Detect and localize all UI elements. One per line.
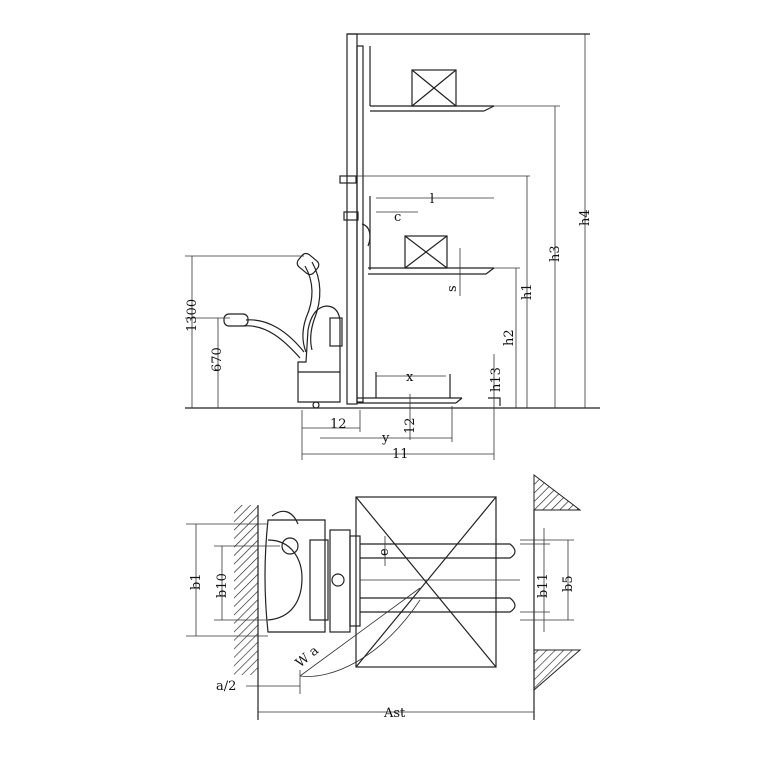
pallet-top-view — [355, 496, 497, 668]
dim-670-label: 670 — [210, 347, 225, 372]
lowered-fork — [357, 372, 501, 406]
aisle-dimensions: a/2 Ast — [216, 670, 534, 721]
lower-load-box — [404, 235, 448, 269]
dim-b10-label: b10 — [215, 573, 230, 598]
dim-h4-label: h4 — [578, 209, 593, 226]
height-dimensions: h4 h3 h1 h2 h13 s — [357, 34, 593, 408]
dim-y-label: y — [381, 431, 390, 446]
truck-body — [297, 305, 343, 409]
dim-h13-label: h13 — [489, 367, 504, 392]
forks-top-view — [360, 543, 520, 613]
width-dimensions-right: b11 b5 e — [377, 528, 576, 632]
corner-hatch-bottom — [533, 649, 582, 692]
dim-h2-label: h2 — [502, 329, 517, 346]
dim-12-label: 12 — [330, 417, 347, 432]
dim-e-label: e — [377, 548, 392, 556]
mast — [339, 33, 590, 405]
wall-hatch — [234, 505, 258, 675]
dim-s-label: s — [445, 285, 460, 292]
corner-hatch-top — [533, 473, 582, 511]
length-dimensions: l c x 12 12 y 11 — [301, 192, 495, 462]
dim-h3-label: h3 — [548, 245, 563, 262]
dim-ast-label: Ast — [383, 706, 406, 721]
upper-fork-with-load — [369, 46, 560, 112]
dim-1300-label: 1300 — [185, 299, 200, 332]
dim-l2-label: 12 — [403, 417, 418, 434]
upper-load-box — [411, 69, 457, 107]
truck-top-view — [264, 510, 361, 633]
dim-b11-label: b11 — [536, 573, 551, 598]
handle-height-dimensions: 1300 670 — [185, 255, 304, 408]
lower-fork-with-load — [361, 196, 495, 275]
dim-l1-label: 11 — [392, 447, 409, 462]
side-view: 1300 670 h4 h3 h1 h2 h13 s l c — [185, 33, 600, 462]
tiller-lowered — [223, 313, 305, 359]
dim-wa-label: W a — [293, 643, 322, 671]
tiller-raised — [296, 252, 321, 353]
dim-l-label: l — [430, 192, 434, 207]
dim-x-label: x — [406, 370, 414, 385]
dim-b1-label: b1 — [189, 573, 204, 590]
dim-b5-label: b5 — [561, 575, 576, 592]
dim-c-label: c — [394, 210, 401, 225]
dim-h1-label: h1 — [520, 283, 535, 300]
width-dimensions-left: b1 b10 — [186, 523, 280, 637]
dim-a-half-label: a/2 — [216, 679, 236, 694]
top-view: b1 b10 b11 b5 e W a a/2 As — [186, 473, 582, 721]
